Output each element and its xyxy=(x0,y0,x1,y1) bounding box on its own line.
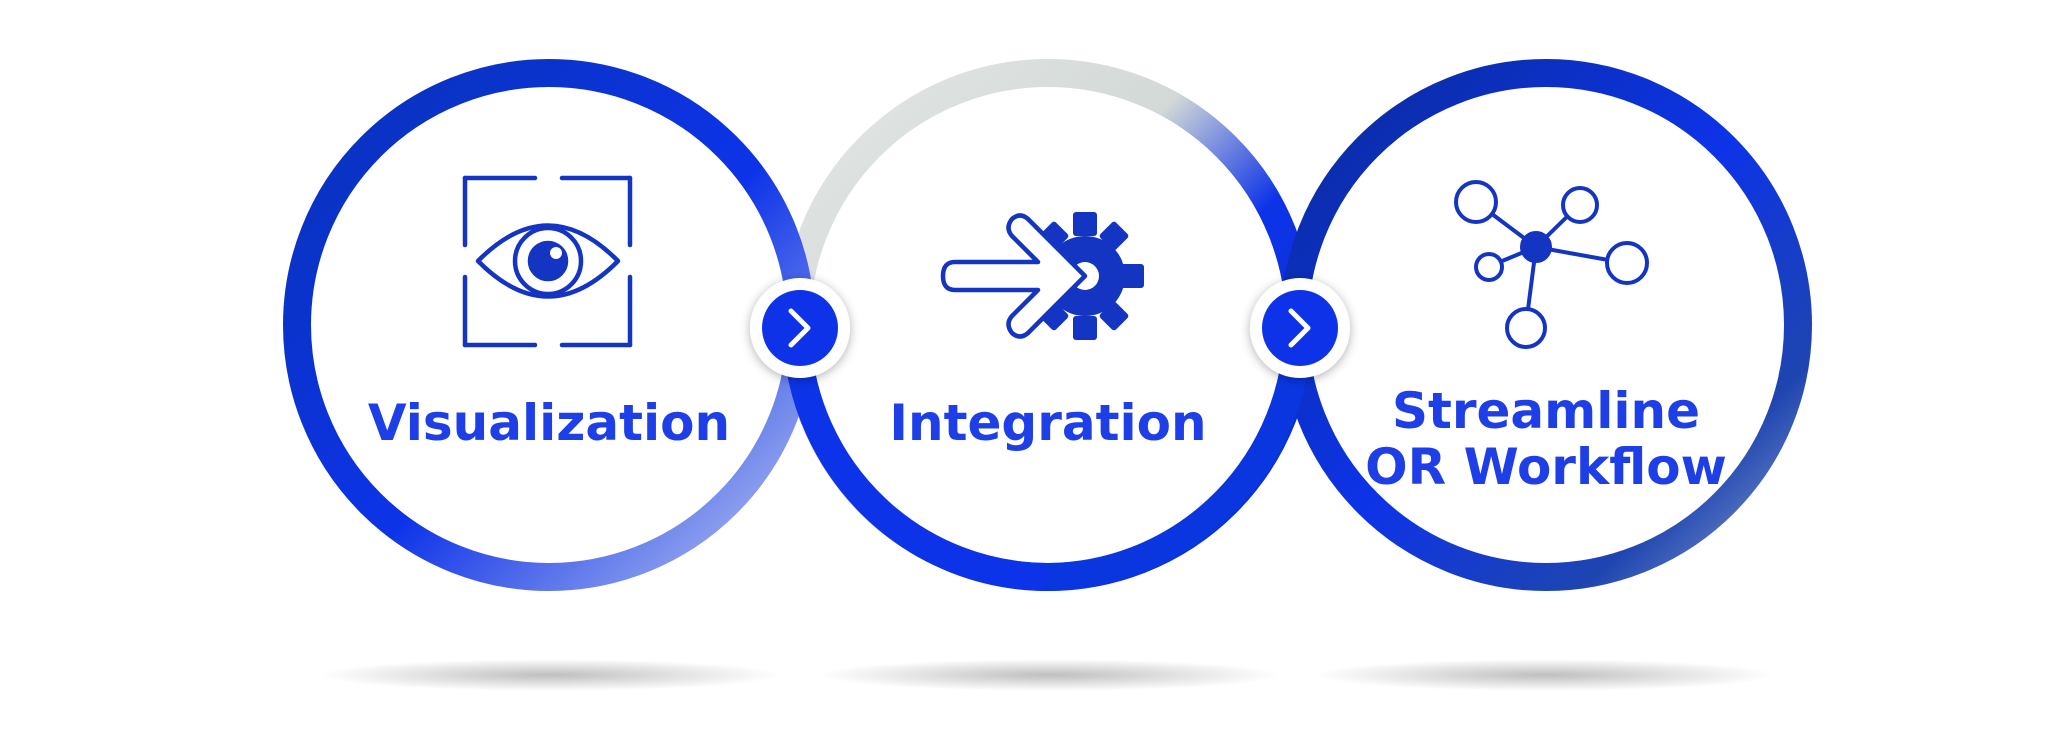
floor-shadow-3 xyxy=(1315,659,1775,691)
step-label-line2: OR Workflow xyxy=(1365,438,1727,496)
ring-overlap-accent-2 xyxy=(1047,343,1311,591)
step-label-text: Integration xyxy=(889,394,1207,452)
step-label-integration: Integration xyxy=(848,398,1248,448)
connector-button-1[interactable] xyxy=(750,278,850,378)
step-label-line1: Streamline xyxy=(1391,382,1701,440)
floor-shadow-1 xyxy=(320,659,780,691)
step-label-text: Visualization xyxy=(367,394,731,452)
eye-in-frame-icon xyxy=(462,175,633,348)
connector-button-2[interactable] xyxy=(1250,278,1350,378)
chevron-right-icon xyxy=(1288,308,1311,348)
chevron-right-icon xyxy=(788,308,811,348)
arrow-into-gear-icon xyxy=(940,212,1144,340)
step-label-visualization: Visualization xyxy=(349,398,749,448)
step-label-streamline: Streamline OR Workflow xyxy=(1346,383,1746,495)
ring-overlap-accent xyxy=(783,339,1049,591)
floor-shadow-2 xyxy=(820,659,1280,691)
network-nodes-icon xyxy=(1454,180,1649,349)
step-ring-visualization xyxy=(283,59,815,591)
